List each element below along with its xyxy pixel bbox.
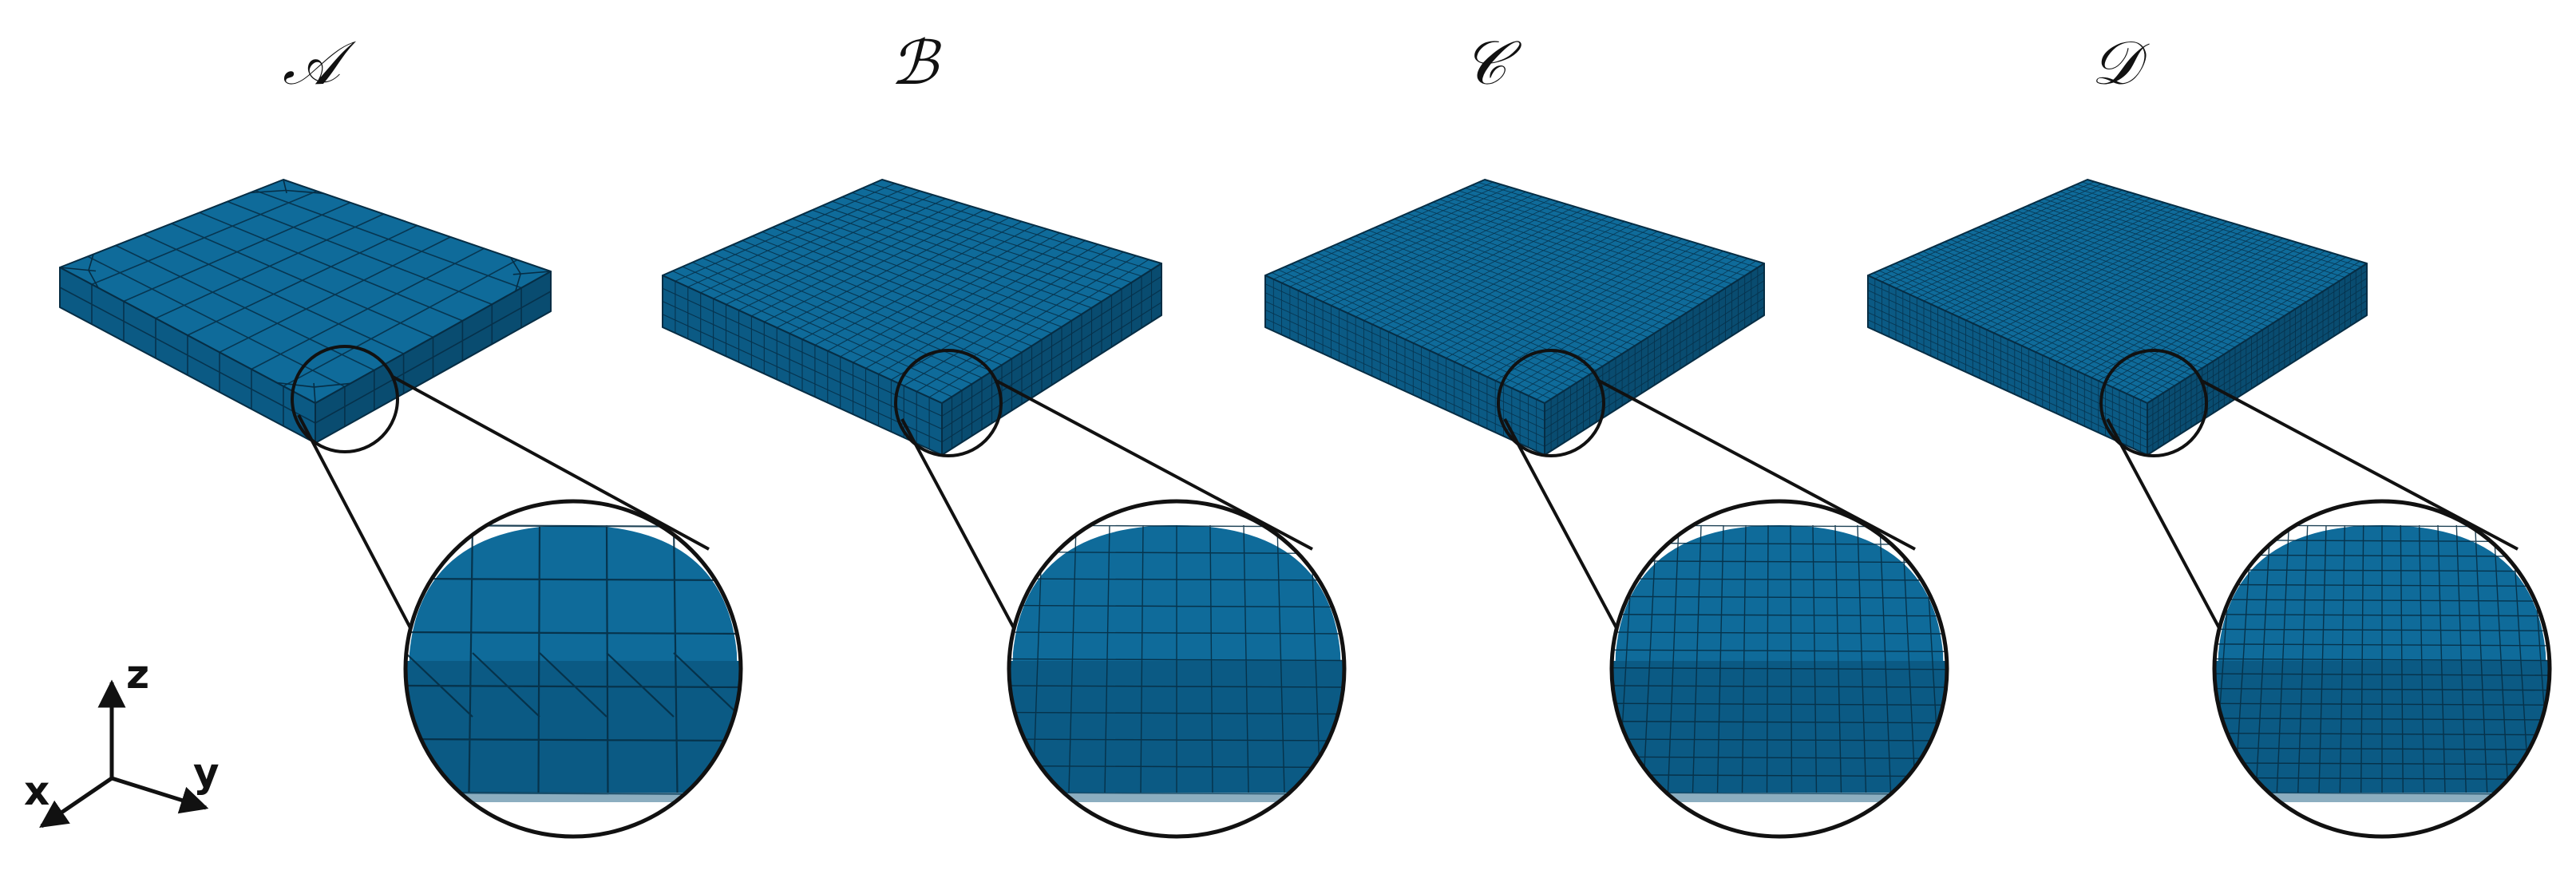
panel-b	[662, 179, 1347, 839]
panel-d	[1867, 179, 2552, 839]
zoom-inset	[406, 501, 741, 837]
zoom-connector-right	[392, 375, 710, 551]
zoom-connector-left	[297, 414, 417, 638]
zoom-inset	[1612, 501, 1947, 837]
axis-triad: z y x	[24, 651, 220, 829]
zoom-connector-left	[900, 418, 1020, 638]
zoom-connector-left	[1503, 418, 1623, 638]
x-axis-arrow	[39, 776, 113, 829]
slab-top-face	[1264, 179, 1765, 404]
zoom-inset-circle	[1007, 499, 1347, 839]
zoom-connector-left	[2106, 418, 2226, 638]
panel-c	[1264, 179, 1949, 839]
mesh-panels	[59, 179, 2552, 839]
zoom-region-circle	[2099, 349, 2208, 457]
slab-top-face	[59, 179, 552, 404]
panel-label-b: ℬ	[890, 27, 942, 98]
zoom-inset-circle	[1609, 499, 1949, 839]
panel-a	[59, 179, 743, 839]
panel-label-a: 𝒜	[283, 27, 357, 98]
panel-label-c: 𝒞	[1462, 27, 1521, 98]
zoom-inset	[2214, 501, 2550, 837]
zoom-inset-circle	[2212, 499, 2552, 839]
zoom-inset-circle	[403, 499, 743, 839]
y-axis-label: y	[193, 750, 220, 796]
zoom-region-circle	[291, 345, 399, 453]
zoom-region-circle	[1497, 349, 1605, 457]
zoom-inset	[1009, 501, 1344, 837]
zoom-region-circle	[894, 349, 1003, 457]
z-axis-label: z	[126, 651, 149, 698]
panel-label-d: 𝒟	[2091, 27, 2150, 98]
slab-top-face	[662, 179, 1162, 404]
y-axis-arrow	[111, 776, 209, 814]
x-axis-label: x	[24, 768, 49, 814]
